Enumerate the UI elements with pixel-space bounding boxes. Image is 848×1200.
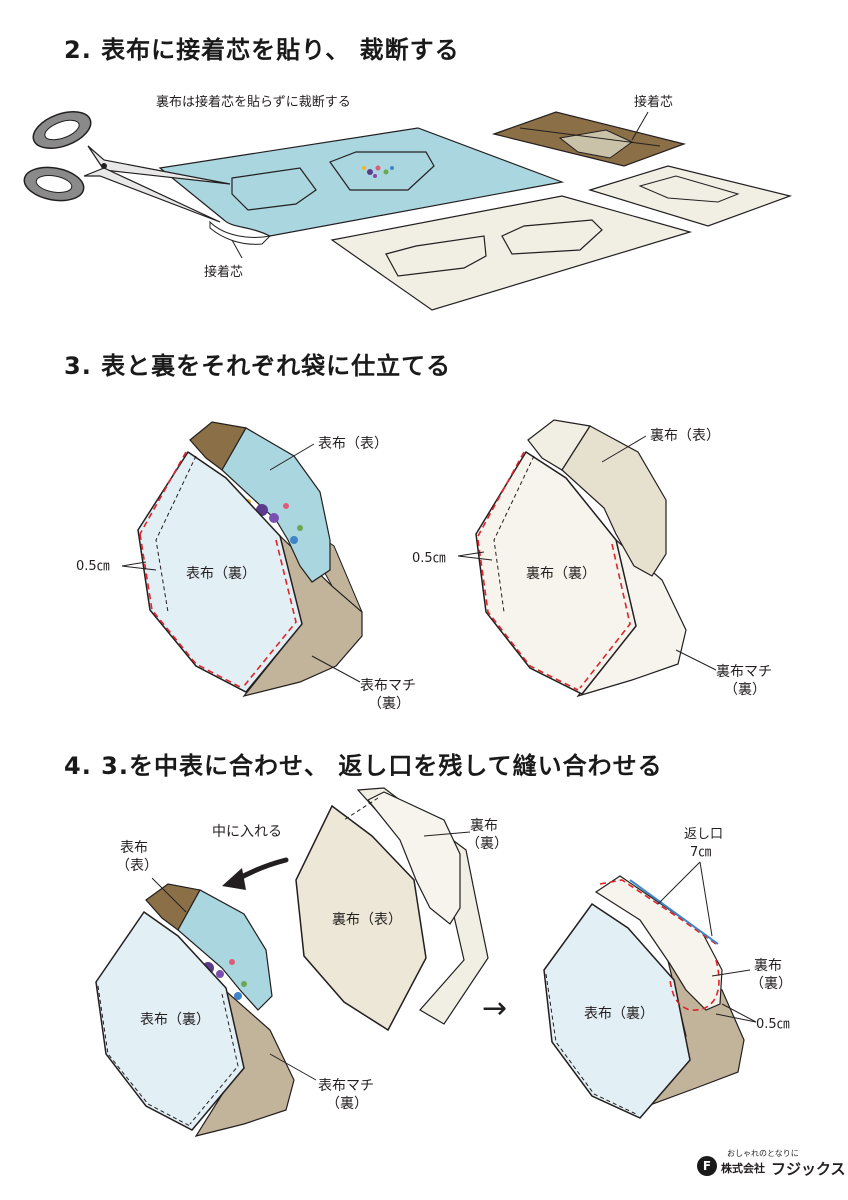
final-seam-allowance: 0.5㎝	[756, 1017, 790, 1032]
opening-length: 7㎝	[690, 845, 711, 860]
step4-outer-back-label: 表布（裏）	[140, 1011, 210, 1028]
step4-lining-bag	[295, 787, 489, 1032]
step4-combined-bag	[543, 875, 745, 1119]
outer-gusset-sub: （裏）	[368, 695, 410, 712]
scissors-icon	[23, 111, 231, 223]
final-outer-panel	[543, 902, 691, 1119]
pattern-piece-b	[329, 151, 435, 191]
logo-company: 株式会社	[721, 1162, 765, 1175]
step4-outer-gusset-label: 表布マチ	[318, 1078, 374, 1094]
step4-outer-front-label: 表布	[120, 840, 148, 856]
step2-note: 裏布は接着芯を貼らずに裁断する	[156, 94, 351, 110]
lining-back-label: 裏布（裏）	[526, 565, 596, 582]
fujix-logo: F おしゃれのとなりに 株式会社 フジックス	[697, 1148, 846, 1178]
lining-front-panel	[475, 450, 637, 695]
step2-title: 2. 表布に接着芯を貼り、 裁断する	[64, 36, 460, 64]
outer-back-label: 表布（裏）	[186, 565, 256, 582]
lining-seam-allowance: 0.5㎝	[412, 551, 446, 566]
opening-label: 返し口	[684, 827, 723, 842]
lining-sheet-small	[587, 165, 793, 227]
outer-front-panel	[137, 450, 303, 693]
step4-outer-front-panel	[95, 910, 245, 1131]
outer-gusset-label: 表布マチ	[360, 678, 416, 694]
lining-front-label: 裏布（表）	[650, 427, 720, 444]
interfacing-piece-fold	[558, 129, 633, 159]
pattern-piece-a	[231, 167, 317, 211]
step2-cutting-scene: 裏布は接着芯を貼らずに裁断する 接着芯 接着芯	[23, 94, 793, 311]
step4-leaders	[151, 831, 757, 1081]
outer-front-label: 表布（表）	[318, 436, 388, 452]
step3-leaders	[121, 435, 717, 683]
lining-gusset-sub: （裏）	[724, 681, 766, 698]
step3-outer-bag	[137, 421, 363, 698]
step4-lining-inner-label: 裏布	[470, 817, 498, 834]
interfacing-label-right: 接着芯	[634, 94, 673, 110]
final-lining-label: 裏布	[754, 957, 782, 974]
step-arrow-icon: →	[482, 991, 507, 1026]
step4-title: 4. 3.を中表に合わせ、 返し口を残して縫い合わせる	[64, 752, 663, 780]
lining-piece-a	[385, 235, 487, 277]
interfacing-label-left: 接着芯	[204, 264, 243, 280]
outer-seam-allowance: 0.5㎝	[76, 559, 110, 574]
lining-gusset-label: 裏布マチ	[716, 663, 772, 680]
insert-label: 中に入れる	[212, 824, 282, 840]
step4-outer-gusset-sub: （裏）	[326, 1095, 368, 1112]
step4-outer-bag	[95, 883, 295, 1137]
lining-piece-b	[501, 219, 603, 255]
interfacing-peel	[209, 220, 272, 245]
final-lining-sub: （裏）	[750, 975, 792, 992]
logo-tagline: おしゃれのとなりに	[727, 1149, 799, 1158]
logo-brand: フジックス	[771, 1160, 846, 1178]
final-outer-label: 表布（裏）	[584, 1005, 654, 1022]
step4-outer-front-sub: （表）	[116, 858, 158, 874]
logo-mark-icon: F	[697, 1156, 717, 1176]
step4-lining-body	[295, 804, 427, 1032]
floral-motif	[362, 165, 394, 178]
step4-lining-body-label: 裏布（表）	[332, 911, 402, 928]
step3-lining-bag	[475, 419, 687, 698]
step4-lining-inner-sub: （裏）	[466, 835, 508, 852]
step3-title: 3. 表と裏をそれぞれ袋に仕立てる	[64, 352, 452, 380]
